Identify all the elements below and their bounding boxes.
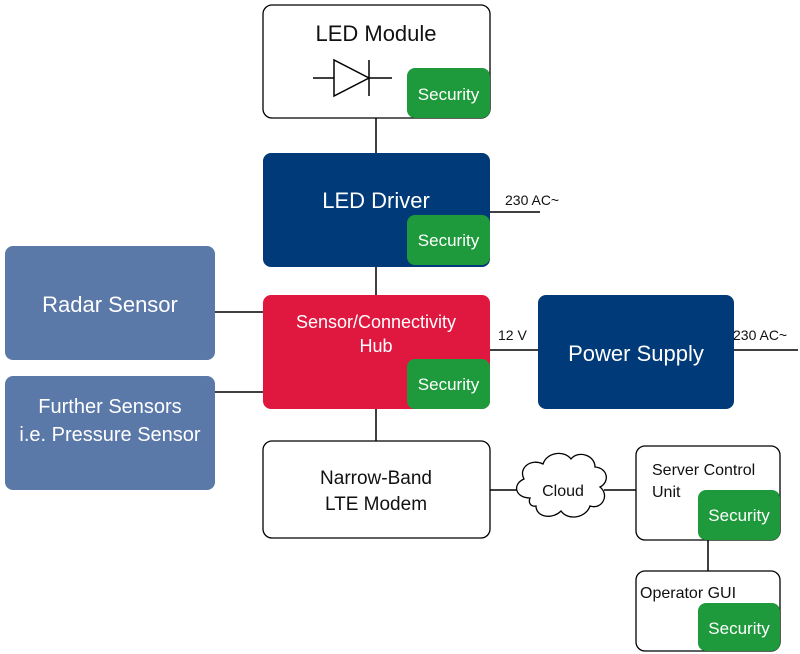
led-module-title: LED Module bbox=[315, 21, 436, 46]
server-control-security-label: Security bbox=[708, 506, 770, 525]
led-module-security-badge bbox=[407, 68, 490, 118]
connections bbox=[215, 118, 798, 571]
cloud-label: Cloud bbox=[542, 483, 584, 500]
hub-security-badge bbox=[407, 359, 490, 409]
further-sensors-block: Further Sensors i.e. Pressure Sensor bbox=[5, 376, 215, 490]
further-sensors-title-line1: Further Sensors bbox=[38, 396, 181, 418]
server-control-security-badge bbox=[698, 490, 780, 540]
led-driver-security-badge bbox=[407, 215, 490, 265]
modem-block: Narrow-Band LTE Modem bbox=[262, 440, 491, 539]
modem-title-line1: Narrow-Band bbox=[320, 468, 432, 489]
server-control-block: Server Control Unit Security bbox=[635, 445, 781, 541]
modem-title-line2: LTE Modem bbox=[325, 494, 427, 515]
further-sensors-title-line2: i.e. Pressure Sensor bbox=[19, 424, 201, 446]
server-control-title-line1: Server Control bbox=[652, 462, 755, 479]
led-driver-title: LED Driver bbox=[322, 188, 430, 213]
hub-block: Sensor/Connectivity Hub Security 12 V bbox=[263, 295, 527, 409]
power-supply-block: Power Supply 230 AC~ bbox=[538, 295, 787, 409]
led-module-block: LED Module Security bbox=[262, 4, 491, 119]
hub-security-label: Security bbox=[418, 375, 480, 394]
power-supply-mains-label: 230 AC~ bbox=[733, 327, 787, 343]
led-driver-security-label: Security bbox=[418, 231, 480, 250]
radar-sensor-box bbox=[5, 246, 215, 360]
power-supply-title: Power Supply bbox=[568, 341, 704, 366]
led-driver-mains-label: 230 AC~ bbox=[505, 192, 559, 208]
radar-sensor-title: Radar Sensor bbox=[42, 292, 178, 317]
modem-box bbox=[262, 440, 491, 539]
operator-gui-security-label: Security bbox=[708, 619, 770, 638]
further-sensors-box bbox=[5, 376, 215, 490]
hub-power-link-label: 12 V bbox=[498, 327, 527, 343]
cloud-icon bbox=[516, 452, 607, 518]
server-control-title-line2: Unit bbox=[652, 484, 681, 501]
led-module-security-label: Security bbox=[418, 85, 480, 104]
radar-sensor-block: Radar Sensor bbox=[5, 246, 215, 360]
hub-title-line1: Sensor/Connectivity bbox=[296, 312, 456, 332]
diode-icon bbox=[313, 58, 392, 98]
led-driver-block: LED Driver Security 230 AC~ bbox=[263, 153, 559, 267]
operator-gui-block: Operator GUI Security bbox=[635, 570, 781, 652]
power-supply-box bbox=[538, 295, 734, 409]
hub-title-line2: Hub bbox=[359, 336, 392, 356]
operator-gui-title: Operator GUI bbox=[640, 585, 736, 602]
operator-gui-security-badge bbox=[698, 603, 780, 651]
cloud-block: Cloud bbox=[516, 452, 607, 518]
